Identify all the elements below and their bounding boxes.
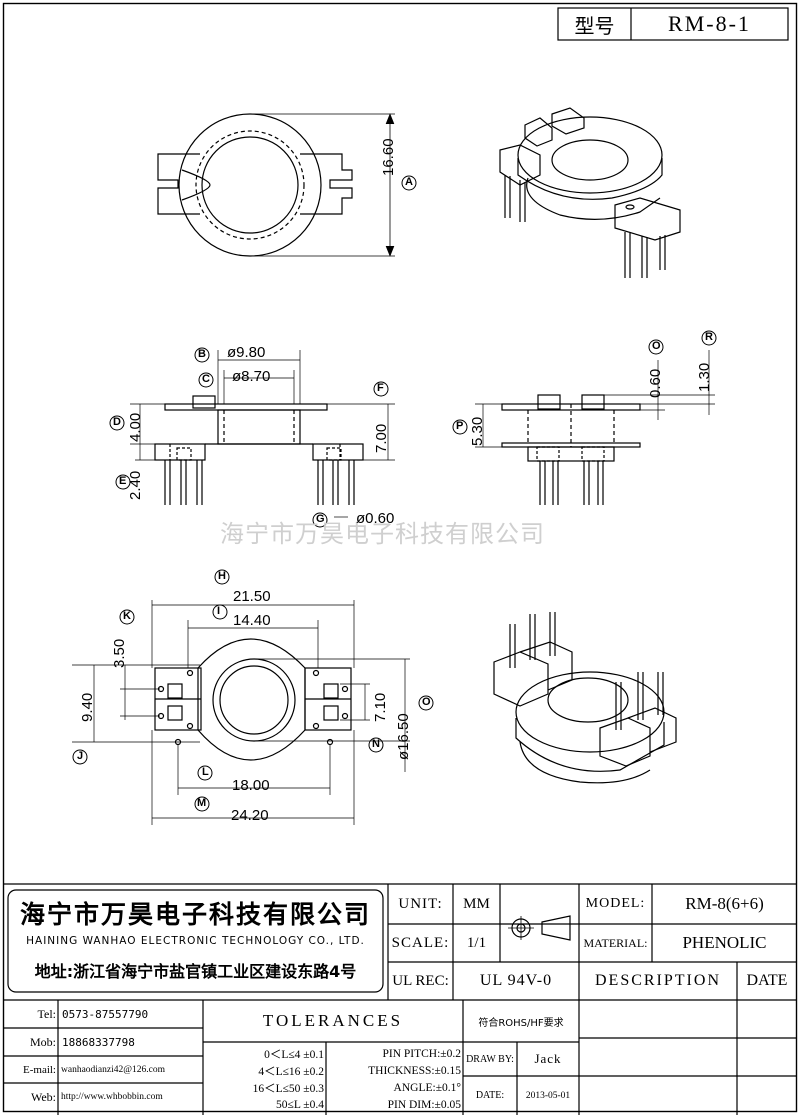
header-model-label: 型号 [574,13,615,38]
callout-r: R [705,331,713,343]
ulrec-value: UL 94V-0 [479,972,553,989]
front-view [109,347,395,528]
rohs-note: 符合ROHS/HF要求 [478,1017,564,1029]
material-value: PHENOLIC [682,933,767,952]
tolerances-header: TOLERANCES [262,1011,404,1030]
company-name-cn: 海宁市万昊电子科技有限公司 [19,900,371,929]
callout-c: C [202,373,210,385]
tolerance-1: 0＜L≤4 ±0.1 [264,1048,324,1061]
callout-g: G [316,513,325,525]
callout-h: H [218,570,226,582]
callout-a: A [405,176,413,188]
tolerance-2: 4＜L≤16 ±0.2 [258,1065,324,1078]
dim-3-50: 3.50 [111,638,128,668]
dim-7-10: 7.10 [372,692,389,722]
bottom-view [72,569,434,825]
company-address: 地址:浙江省海宁市盐官镇工业区建设东路4号 [34,962,357,981]
header-box [557,7,789,41]
callout-o: O [422,696,431,708]
callout-f: F [377,382,384,394]
model-value: RM-8(6+6) [685,894,764,913]
dim-9-80: ø9.80 [227,344,266,361]
dim-2-40: 2.40 [127,470,144,500]
callout-p: P [456,420,464,432]
dim-1-30: 1.30 [696,362,713,392]
description-header: DESCRIPTION [594,972,721,989]
web-label: Web: [30,1089,56,1104]
side-view [452,330,717,505]
dim-0-60-side: 0.60 [647,368,664,398]
dim-24-20: 24.20 [231,807,269,824]
scale-label: SCALE: [391,934,450,951]
tolerance-3: 16＜L≤50 ±0.3 [252,1082,324,1095]
callout-o-top: O [652,340,661,352]
dim-21-50: 21.50 [233,588,271,605]
watermark: 海宁市万昊电子科技有限公司 [220,520,545,548]
email-value: wanhaodianzi42@126.com [61,1064,165,1075]
date-value: 2013-05-01 [525,1090,571,1101]
dim-4-00: 4.00 [127,412,144,442]
draw-by-value: Jack [534,1051,562,1066]
dim-18-00: 18.00 [232,777,270,794]
title-block-grid [3,883,797,1115]
callout-d: D [113,416,121,428]
header-model-value: RM-8-1 [668,11,751,36]
callout-l: L [202,766,209,778]
iso-view-top [499,107,681,278]
callout-j: J [77,750,84,762]
material-label: MATERIAL: [583,935,648,950]
callout-e: E [119,475,127,487]
date-label: DATE: [475,1090,505,1101]
draw-by-label: DRAW BY: [466,1053,514,1065]
pin-pitch-tolerance: PIN PITCH:±0.2 [382,1047,461,1060]
dim-14-40: 14.40 [233,612,271,629]
callout-b: B [198,348,206,360]
dim-9-40: 9.40 [79,692,96,722]
top-view [157,113,417,257]
unit-label: UNIT: [398,895,443,912]
unit-value: MM [463,895,490,912]
callout-n: N [372,738,380,750]
email-label: E-mail: [23,1063,56,1076]
mob-value: 18868337798 [62,1035,135,1049]
dim-8-70: ø8.70 [232,368,271,385]
scale-value: 1/1 [466,934,487,951]
company-name-en: HAINING WANHAO ELECTRONIC TECHNOLOGY CO.… [26,935,365,947]
iso-view-bottom [493,612,677,784]
dim-0-60: ø0.60 [356,510,395,527]
web-value: http://www.whbobbin.com [61,1092,163,1102]
ulrec-label: UL REC: [392,972,449,989]
dim-7-00: 7.00 [373,423,390,453]
dim-5-30: 5.30 [469,416,486,446]
date-header: DATE [746,972,788,989]
pin-dim-tolerance: PIN DIM:±0.05 [387,1098,461,1111]
tolerance-4: 50≤L ±0.4 [276,1098,324,1111]
callout-i: I [217,605,221,617]
tel-value: 0573-87557790 [62,1007,149,1021]
callout-m: M [197,797,207,809]
mob-label: Mob: [29,1034,56,1049]
model-label: MODEL: [585,896,646,911]
dim-16-50: ø16.50 [395,713,412,760]
dim-16-60: 16.60 [380,138,397,176]
angle-tolerance: ANGLE:±0.1° [393,1081,461,1094]
tel-label: Tel: [37,1006,57,1021]
thickness-tolerance: THICKNESS:±0.15 [368,1064,461,1077]
callout-k: K [123,610,131,622]
